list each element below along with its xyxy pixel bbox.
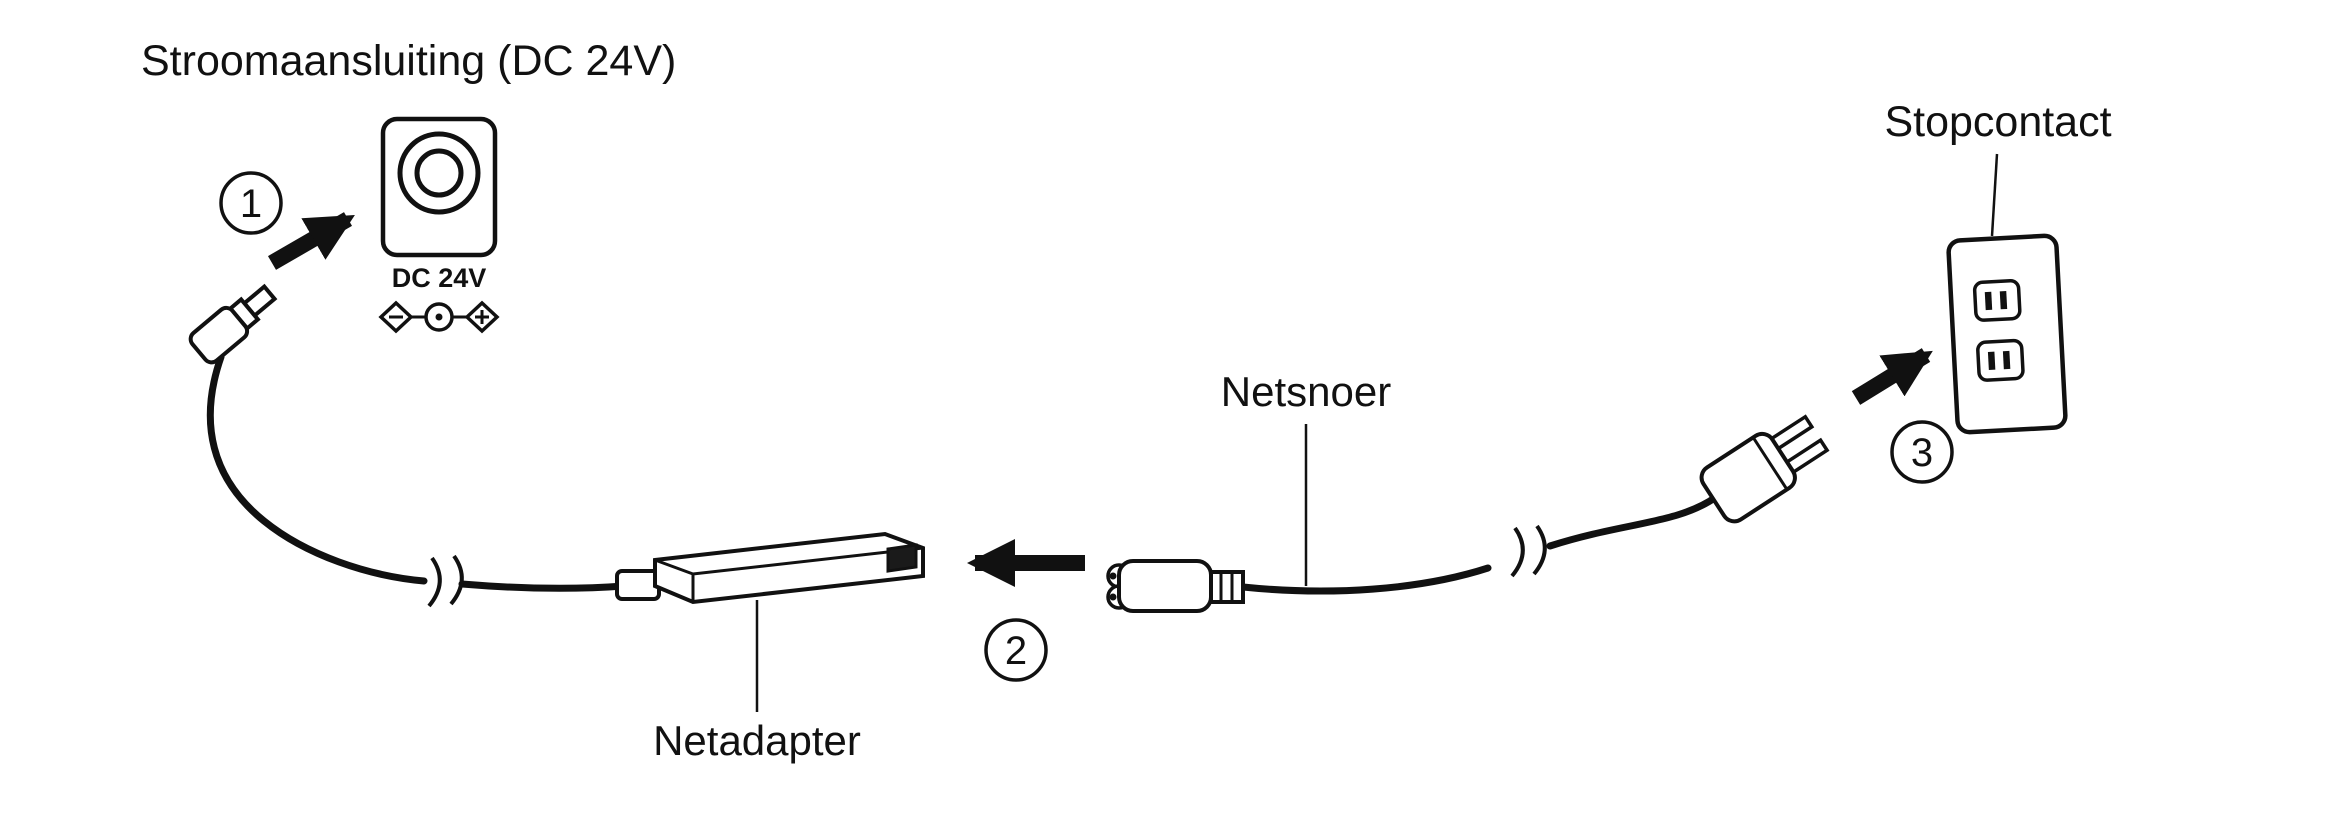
step-1-arrow-icon — [267, 212, 355, 270]
step-2-number: 2 — [1005, 629, 1027, 673]
power-cord-segment-1 — [1239, 564, 1492, 595]
outlet-receptacle-bottom — [1976, 338, 2025, 382]
dc-jack: DC 24V — [378, 116, 500, 334]
cord-label: Netsnoer — [1221, 368, 1391, 415]
ac-plug-prong-bottom — [1784, 437, 1830, 475]
ac-plug-body — [1699, 431, 1797, 524]
outlet-plate — [1946, 233, 2068, 435]
cable-break-mark-1 — [427, 554, 464, 608]
outlet-leader-line — [1990, 153, 1999, 237]
adapter-body — [653, 531, 925, 605]
dc-plug-body — [188, 305, 250, 365]
power-cord-segment-2 — [1546, 493, 1720, 550]
cord-connector-body — [1117, 559, 1213, 613]
outlet-label: Stopcontact — [1884, 98, 2111, 146]
wall-outlet — [1946, 233, 2068, 435]
dc-jack-panel — [380, 116, 498, 258]
step-3-number: 3 — [1911, 431, 1933, 475]
step-3-badge: 3 — [1890, 420, 1954, 484]
step-1-badge: 1 — [219, 171, 283, 235]
dc-cable-segment-1 — [206, 353, 428, 585]
ac-plug — [1699, 414, 1830, 524]
ac-adapter — [615, 531, 925, 605]
outlet-receptacle-top — [1972, 278, 2022, 322]
dc-jack-ring-outer — [397, 131, 481, 215]
dc-plug — [188, 283, 278, 365]
polarity-symbol-icon — [378, 300, 500, 334]
adapter-inlet-port — [886, 543, 918, 573]
step-1-number: 1 — [240, 182, 262, 226]
step-2-badge: 2 — [984, 618, 1048, 682]
adapter-body-edges — [654, 546, 924, 602]
step-3-arrow-icon — [1851, 348, 1933, 405]
dc-cable-segment-2 — [458, 580, 628, 592]
adapter-label: Netadapter — [653, 717, 861, 764]
cord-connector-grip — [1209, 570, 1245, 604]
diagram-title: Stroomaansluiting (DC 24V) — [141, 37, 676, 85]
adapter-cable-stub — [615, 569, 661, 601]
cord-connector — [1106, 559, 1245, 613]
dc-jack-ring-inner — [414, 148, 464, 198]
ac-plug-prong-top — [1769, 414, 1815, 452]
cable-break-mark-2 — [1510, 524, 1547, 578]
dc-jack-label: DC 24V — [392, 263, 487, 293]
